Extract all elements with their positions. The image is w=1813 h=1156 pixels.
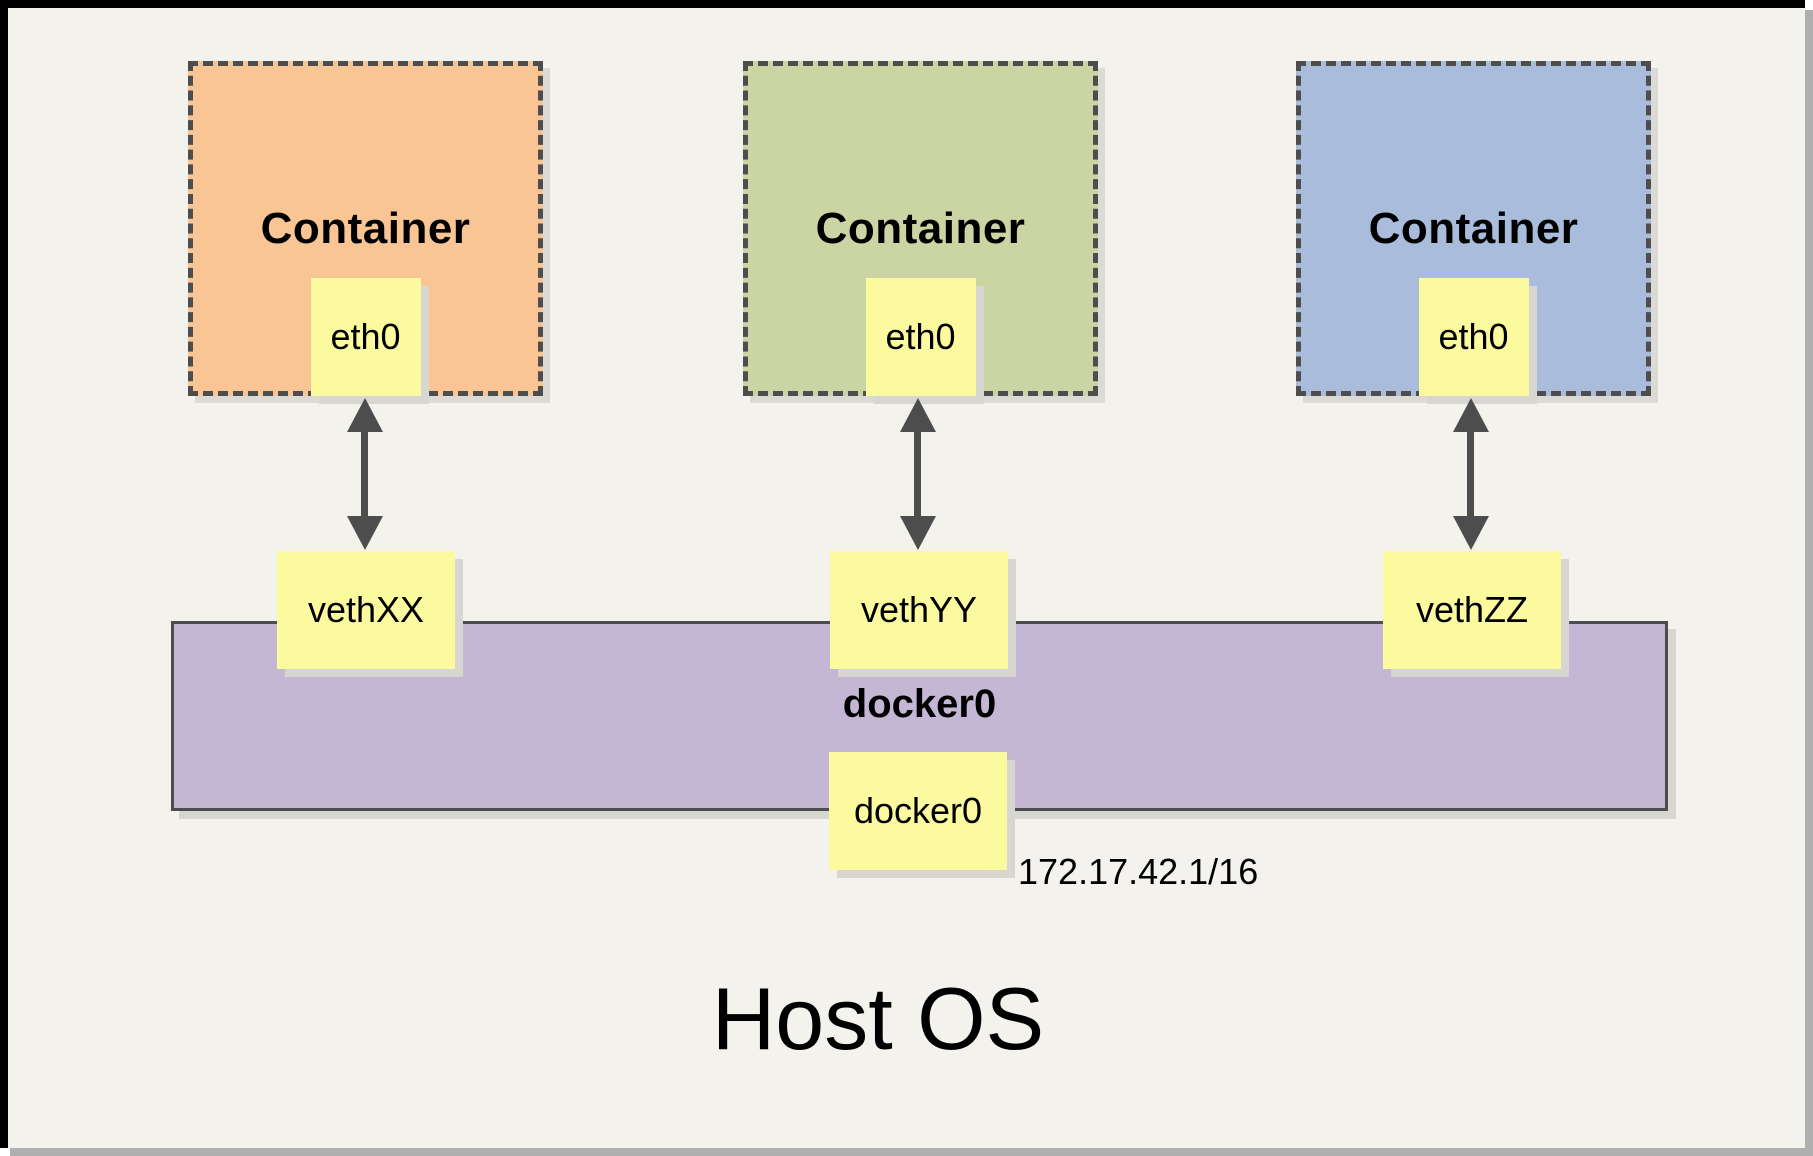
eth0-label: eth0 [1438, 316, 1509, 357]
arrow-down-head [347, 516, 383, 550]
eth0-interface-note: eth0 [1418, 278, 1529, 396]
arrow-down-head [900, 516, 936, 550]
container-box-2: Container eth0 [743, 61, 1098, 396]
docker0-interface-note: docker0 [829, 752, 1007, 870]
eth0-label: eth0 [885, 316, 956, 357]
arrow-down-head [1453, 516, 1489, 550]
bidirectional-arrow-icon [347, 398, 383, 550]
eth0-interface-note: eth0 [865, 278, 976, 396]
eth0-interface-note: eth0 [310, 278, 421, 396]
container-box-3: Container eth0 [1296, 61, 1651, 396]
eth0-label: eth0 [330, 316, 401, 357]
veth-note-vethyy: vethYY [830, 551, 1008, 669]
veth-label: vethZZ [1415, 589, 1529, 630]
veth-label: vethXX [307, 589, 425, 630]
bidirectional-arrow-icon [1453, 398, 1489, 550]
container-label: Container [1368, 203, 1579, 253]
veth-note-vethxx: vethXX [277, 551, 455, 669]
container-label: Container [260, 203, 471, 253]
bridge-ip-label: 172.17.42.1/16 [1018, 851, 1259, 892]
docker0-label: docker0 [853, 790, 983, 831]
docker0-bridge-label: docker0 [842, 682, 997, 726]
veth-note-vethzz: vethZZ [1383, 551, 1561, 669]
arrow-shaft [361, 426, 368, 522]
arrow-shaft [914, 426, 921, 522]
container-box-1: Container eth0 [188, 61, 543, 396]
bidirectional-arrow-icon [900, 398, 936, 550]
arrow-shaft [1467, 426, 1474, 522]
container-label: Container [815, 203, 1026, 253]
veth-label: vethYY [860, 589, 978, 630]
host-os-label: Host OS [711, 969, 1045, 1068]
